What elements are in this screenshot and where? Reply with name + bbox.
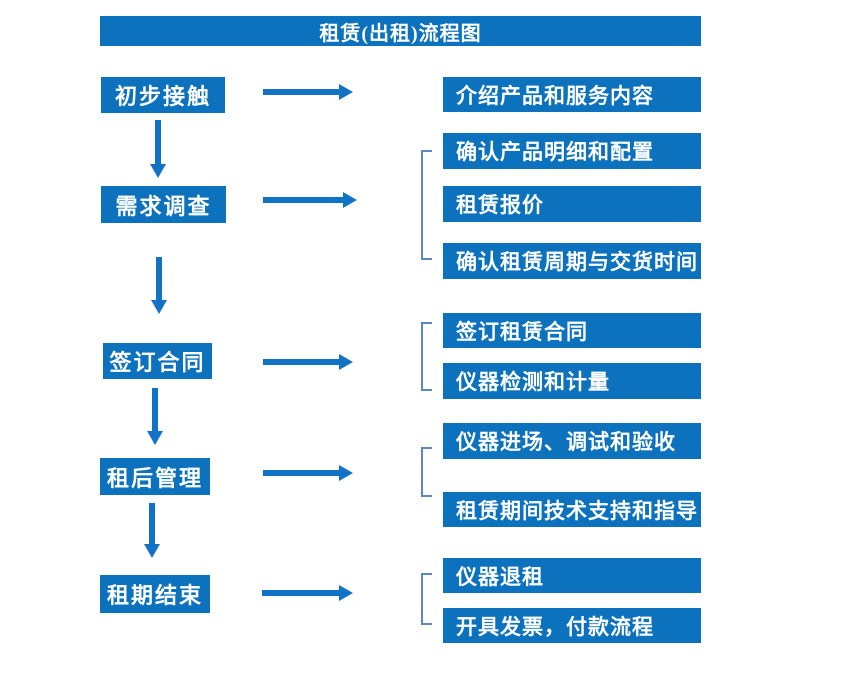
- arrow-head: [339, 84, 353, 100]
- arrow-down-4: [143, 503, 161, 558]
- arrow-down-3: [146, 388, 164, 445]
- detail-invoice-payment: 开具发票，付款流程: [443, 608, 701, 643]
- step-demand-survey: 需求调查: [101, 186, 226, 223]
- detail-introduce-products-services: 介绍产品和服务内容: [443, 77, 701, 112]
- detail-instrument-setup-acceptance: 仪器进场、调试和验收: [443, 423, 701, 459]
- arrow-head: [343, 192, 357, 208]
- bracket-demand-survey-group: [421, 150, 432, 260]
- arrow-down-2: [150, 257, 168, 314]
- arrow-shaft: [263, 197, 345, 203]
- arrow-head: [147, 431, 163, 445]
- detail-confirm-product-config: 确认产品明细和配置: [443, 133, 701, 169]
- arrow-head: [150, 164, 166, 178]
- arrow-head: [151, 300, 167, 314]
- detail-instrument-return: 仪器退租: [443, 558, 701, 593]
- step-rental-end: 租期结束: [100, 575, 210, 613]
- detail-rental-quotation: 租赁报价: [443, 186, 701, 222]
- bracket-rental-end-group: [421, 573, 432, 625]
- bracket-post-rental-group: [421, 447, 432, 497]
- arrow-shaft: [152, 388, 158, 433]
- arrow-right-1: [263, 83, 353, 101]
- arrow-shaft: [262, 590, 341, 596]
- flowchart-title: 租赁(出租)流程图: [100, 16, 701, 46]
- arrow-right-3: [263, 353, 353, 371]
- arrow-right-2: [263, 191, 357, 209]
- arrow-shaft: [156, 257, 162, 302]
- arrow-head: [339, 354, 353, 370]
- arrow-shaft: [263, 470, 341, 476]
- arrow-head: [339, 585, 353, 601]
- arrow-right-4: [263, 464, 353, 482]
- detail-instrument-inspection: 仪器检测和计量: [443, 363, 701, 399]
- step-post-rental-management: 租后管理: [100, 458, 210, 495]
- step-initial-contact: 初步接触: [101, 77, 225, 113]
- arrow-down-1: [149, 120, 167, 178]
- bracket-sign-contract-group: [421, 322, 432, 391]
- arrow-shaft: [149, 503, 155, 546]
- step-sign-contract: 签订合同: [103, 343, 212, 379]
- arrow-shaft: [155, 120, 161, 166]
- detail-sign-rental-contract: 签订租赁合同: [443, 313, 701, 348]
- arrow-head: [339, 465, 353, 481]
- arrow-right-5: [262, 584, 353, 602]
- detail-tech-support-guidance: 租赁期间技术支持和指导: [443, 492, 701, 527]
- arrow-shaft: [263, 89, 341, 95]
- detail-confirm-period-delivery: 确认租赁周期与交货时间: [443, 243, 701, 279]
- arrow-head: [144, 544, 160, 558]
- arrow-shaft: [263, 359, 341, 365]
